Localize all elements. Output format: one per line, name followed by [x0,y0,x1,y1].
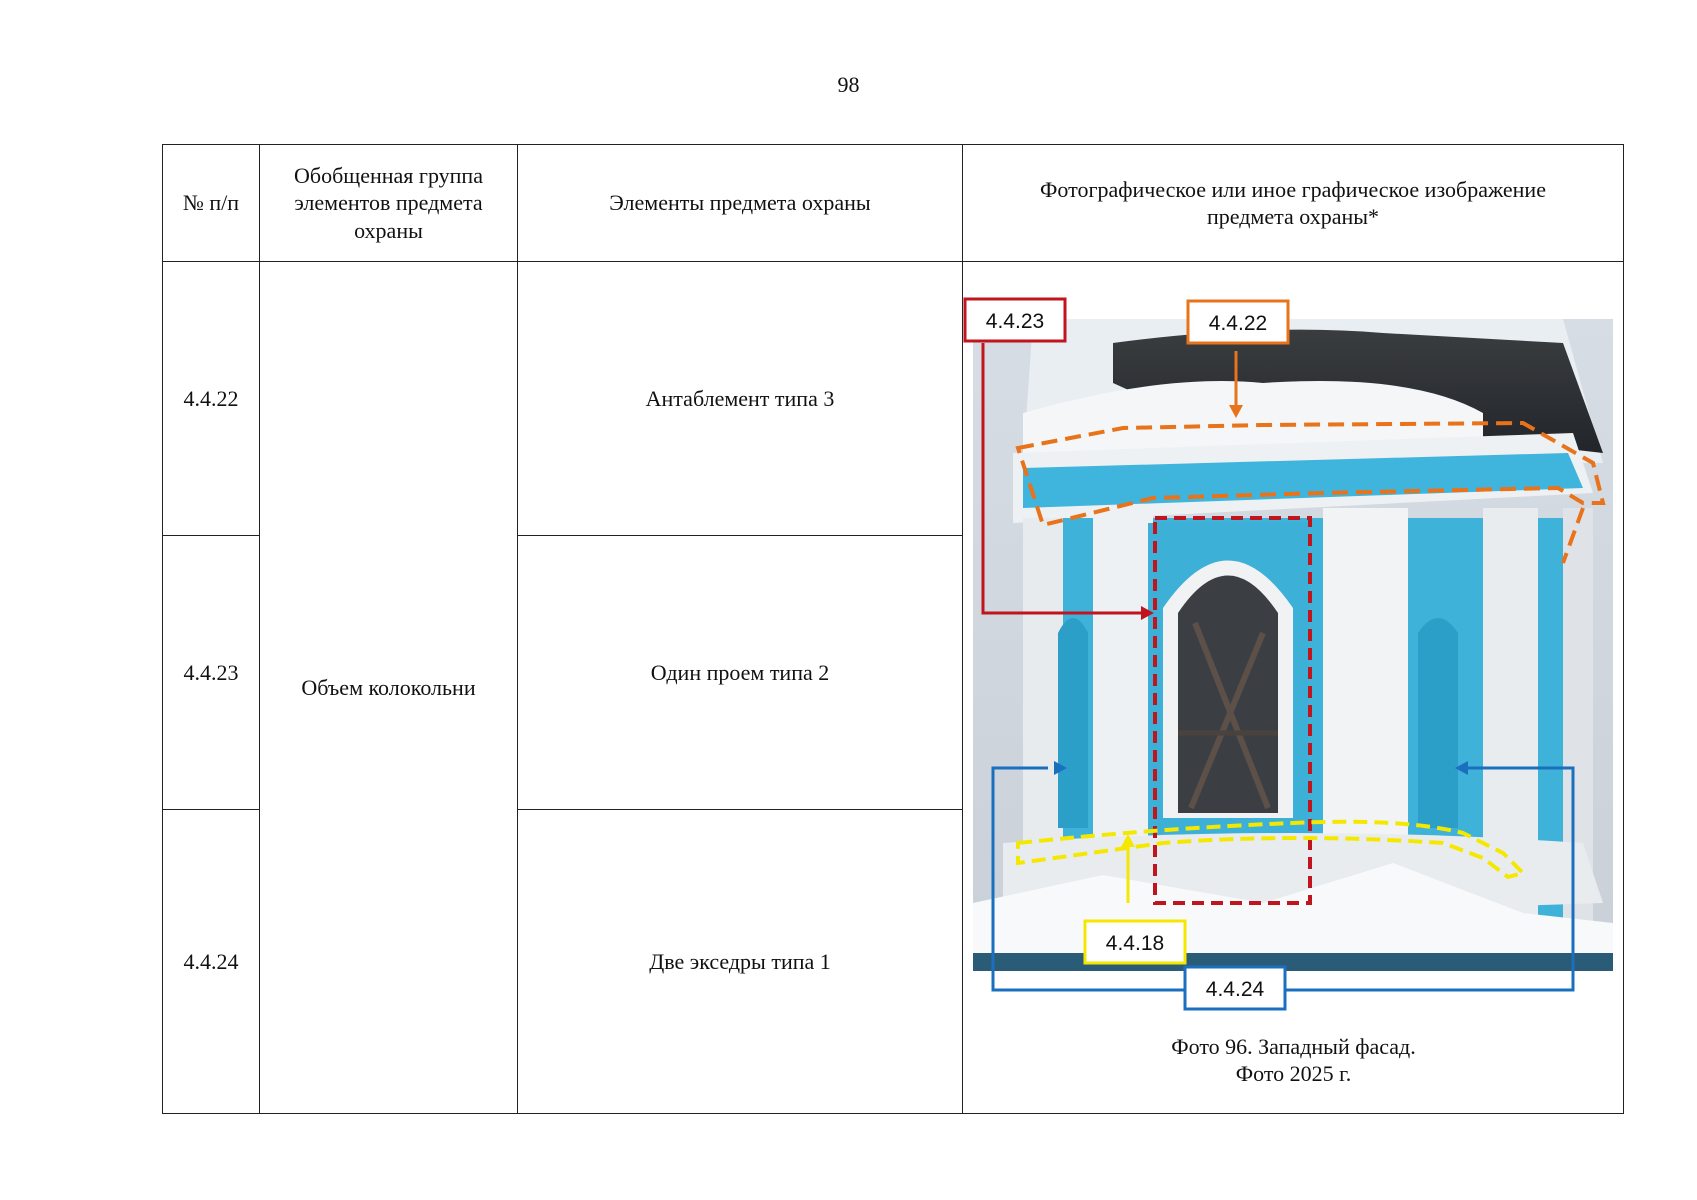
bell-frame [1188,631,1266,809]
exedra-right [1418,617,1458,828]
row-num: 4.4.24 [162,809,260,1114]
photo-caption: Фото 96. Западный фасад. Фото 2025 г. [963,1033,1624,1088]
table-row: 4.4.22 Объем колокольни Антаблемент типа… [162,261,1624,1114]
label-4423: 4.4.23 [986,310,1044,333]
arrow-head [1054,760,1067,775]
header-elements: Элементы предмета охраны [517,144,963,262]
opening-dark [1178,575,1278,813]
exedra-left [1058,617,1088,828]
roof-snow-ledge [1023,380,1483,453]
label-box-4422 [1186,299,1290,344]
cornice-outline [1016,819,1527,879]
label-4418: 4.4.18 [1106,932,1164,955]
label-4424: 4.4.24 [1206,978,1265,1001]
protection-table: № п/п Обобщенная группа элементов предме… [162,144,1624,1114]
arrow-head [1141,605,1154,620]
header-num: № п/п [162,144,260,262]
arrow-head [1229,404,1243,418]
row-element: Один проем типа 2 [517,535,963,810]
lower-roof-edge [973,952,1613,971]
row-element: Антаблемент типа 3 [517,261,963,536]
entablature-outline [1561,506,1585,564]
page-number: 98 [837,72,860,97]
table-header-row: № п/п Обобщенная группа элементов предме… [162,144,1624,262]
arrow-head [1121,833,1135,847]
photo-figure: 4.4.23 4.4.22 4.4.18 4.4.24 Фото 96. Зап… [963,263,1624,1113]
row-num: 4.4.22 [162,261,260,536]
arrow-4423 [981,342,1148,614]
row-element: Две экседры типа 1 [517,809,963,1114]
frieze-blue [1023,452,1583,508]
opening-outline [1153,515,1312,905]
label-box-4424 [1183,965,1287,1010]
photo-cell: 4.4.23 4.4.22 4.4.18 4.4.24 Фото 96. Зап… [962,261,1624,1114]
caption-line-2: Фото 2025 г. [1235,1061,1352,1086]
header-photo: Фотографическое или иное графическое изо… [962,144,1624,262]
label-box-4418 [1083,919,1187,964]
header-group: Обобщенная группа элементов предмета охр… [259,144,518,262]
table-row: 4.4.23 Один проем типа 2 [162,535,1624,810]
facade-photo: 4.4.23 4.4.22 4.4.18 4.4.24 [963,297,1613,1010]
arrow-head [1455,760,1468,775]
group-name: Объем колокольни [259,261,518,1114]
entablature-outline [1015,420,1606,527]
label-4422: 4.4.22 [1209,312,1267,335]
table-row: 4.4.24 Две экседры типа 1 [162,809,1624,1114]
label-box-4423 [963,297,1067,342]
row-num: 4.4.23 [162,535,260,810]
caption-line-1: Фото 96. Западный фасад. [1171,1033,1416,1059]
